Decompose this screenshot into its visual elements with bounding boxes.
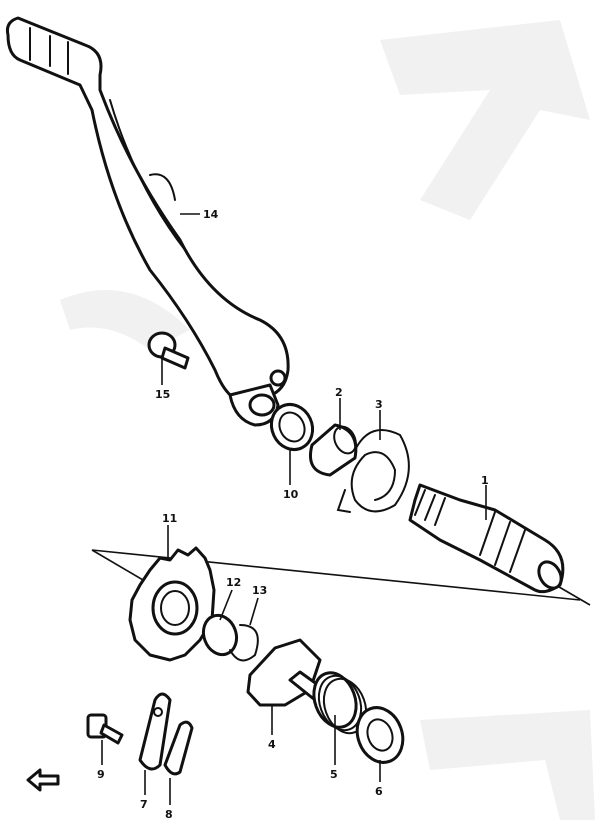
gear-11 — [128, 546, 216, 662]
callout-15: 15 — [155, 388, 170, 401]
callout-7: 7 — [140, 798, 148, 811]
callout-3: 3 — [375, 398, 383, 411]
bushing-10 — [269, 403, 315, 451]
washer-12 — [201, 613, 239, 657]
plate-7 — [138, 692, 172, 771]
callouts: 1 2 3 4 5 6 7 8 9 10 11 12 13 14 15 — [97, 208, 489, 821]
washer-6 — [355, 706, 405, 764]
kick-starter-lever — [6, 16, 290, 427]
leader-lines — [101, 213, 487, 805]
plate-8 — [163, 720, 194, 776]
spring-5 — [312, 671, 368, 735]
callout-8: 8 — [165, 808, 173, 821]
front-arrow-icon — [26, 768, 60, 792]
callout-14: 14 — [203, 208, 219, 221]
callout-11: 11 — [162, 512, 177, 525]
callout-6: 6 — [375, 785, 383, 798]
spring-3 — [336, 429, 410, 513]
starter-shaft-1 — [408, 483, 565, 594]
callout-12: 12 — [226, 576, 241, 589]
bolt-9 — [86, 713, 124, 745]
bolt-15 — [147, 331, 190, 370]
callout-9: 9 — [97, 768, 105, 781]
callout-4: 4 — [268, 738, 276, 751]
callout-13: 13 — [252, 584, 267, 597]
callout-2: 2 — [335, 386, 343, 399]
callout-10: 10 — [283, 488, 299, 501]
collar-2 — [309, 423, 358, 477]
callout-1: 1 — [481, 474, 489, 487]
circlip-13 — [229, 624, 259, 662]
callout-5: 5 — [330, 768, 338, 781]
